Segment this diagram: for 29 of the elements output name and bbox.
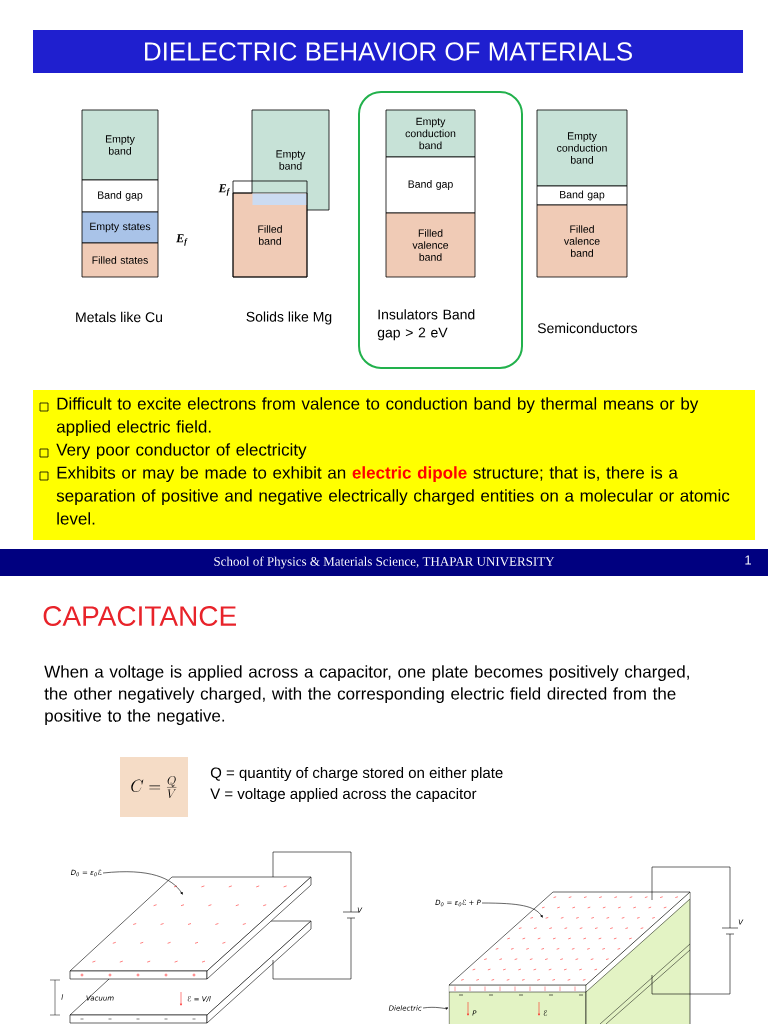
leader-line <box>481 902 543 918</box>
energy-band: Band gap <box>81 179 159 213</box>
diagram-caption: Metals like Cu <box>76 311 162 323</box>
energy-band: Empty band <box>81 109 159 181</box>
definition-text: Q = quantity of charge stored on either plate <box>210 767 503 781</box>
leader-line <box>102 871 183 895</box>
group-label: Insulators Band gap > 2 eV <box>377 309 475 341</box>
bullet-text: Exhibits or may be made to exhibit an electric dipole structure; that is, there is a separation of positive and negative electrically charged entities on a molecular or atomic level. <box>56 466 730 525</box>
page-number: 1 <box>745 555 751 565</box>
fermi-level-label: E$_{f}$ <box>176 234 188 246</box>
slide-heading: CAPACITANCE <box>43 606 236 626</box>
energy-band: Filled valence band <box>385 212 476 278</box>
energy-band: Filled states <box>81 242 159 278</box>
energy-band: Filled valence band <box>536 204 628 278</box>
definition-text: V = voltage applied across the capacitor <box>210 788 477 802</box>
leader-line <box>422 1007 449 1010</box>
paragraph: When a voltage is applied across a capacitor, one plate becomes positively charged, the other negatively charged, with the corresponding electric field directed from the positive to the negative. <box>44 665 689 726</box>
fermi-level-label: E$_{f}$ <box>218 184 230 196</box>
energy-band: Band gap <box>536 185 628 206</box>
diagram-caption: Solids like Mg <box>246 311 332 325</box>
energy-band: Empty conduction band <box>385 109 476 158</box>
bullet-text: Difficult to excite electrons from valence to conduction band by thermal means or by applied electric field. <box>56 397 699 437</box>
bullet-text: Very poor conductor of electricity <box>56 443 307 460</box>
energy-band: Band gap <box>385 156 476 214</box>
energy-band: Empty conduction band <box>536 109 628 187</box>
diagram-caption: Semiconductors <box>537 322 638 334</box>
energy-band: Empty states <box>81 211 159 244</box>
formula-box: $C = \frac{Q}{V}$ <box>120 757 188 817</box>
title-bar: DIELECTRIC BEHAVIOR OF MATERIALS <box>33 30 743 73</box>
